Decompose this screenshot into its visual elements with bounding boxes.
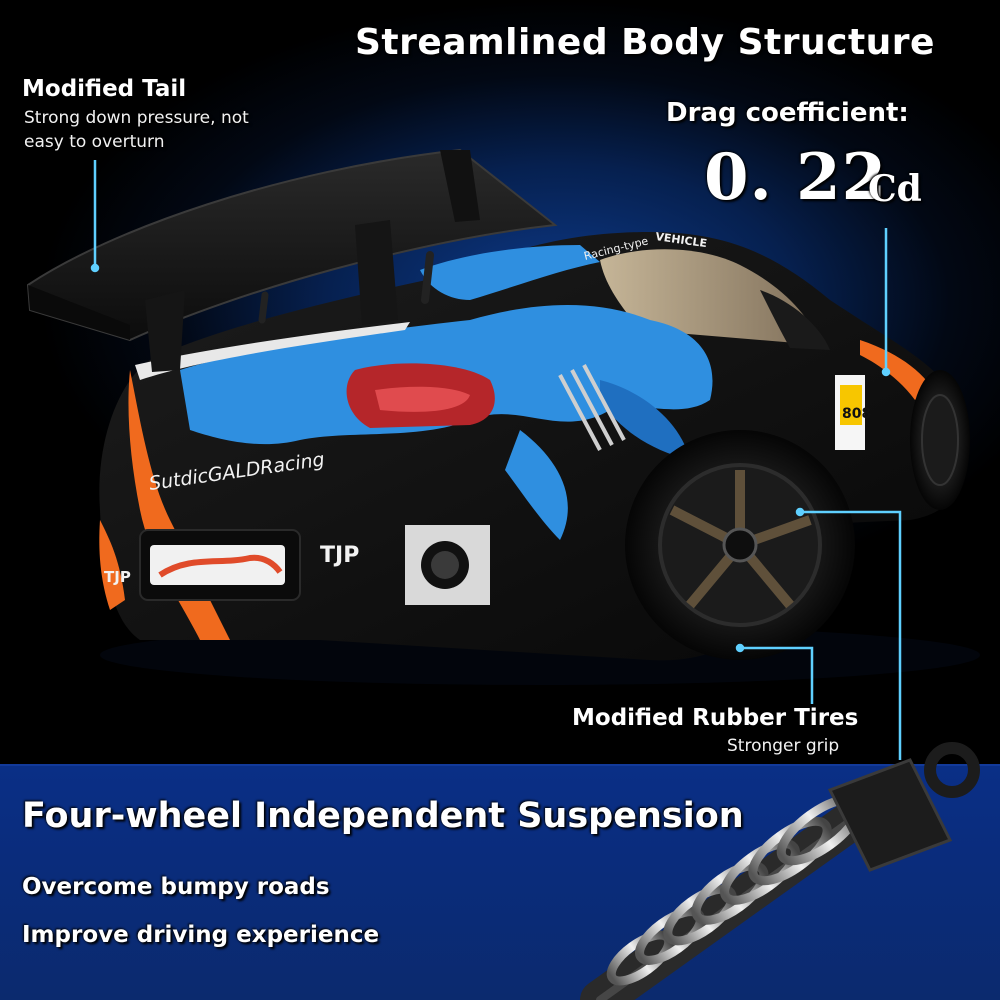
suspension-feature-1: Overcome bumpy roads [22, 874, 330, 900]
tail-feature-description: Strong down pressure, not easy to overtu… [24, 108, 249, 152]
shock-absorber [580, 742, 980, 1000]
rc-car [99, 232, 980, 685]
rear-wing [26, 148, 558, 372]
decal-plate-right: TJP [320, 543, 359, 568]
drag-coefficient-unit: Cd [868, 168, 922, 210]
suspension-feature-2: Improve driving experience [22, 922, 380, 948]
decal-plate-left: TJP [104, 568, 131, 586]
tire-feature-title: Modified Rubber Tires [572, 705, 859, 731]
drag-coefficient-label: Drag coefficient: [666, 98, 909, 128]
drag-coefficient-value: 0. 22 [704, 140, 888, 215]
callout-lines [90, 160, 902, 760]
tire-feature-description: Stronger grip [727, 736, 840, 756]
tail-feature-title: Modified Tail [22, 76, 187, 102]
banner-title: Streamlined Body Structure [355, 22, 935, 63]
suspension-title: Four-wheel Independent Suspension [22, 796, 744, 836]
decal-race-number: 808 [842, 406, 871, 422]
